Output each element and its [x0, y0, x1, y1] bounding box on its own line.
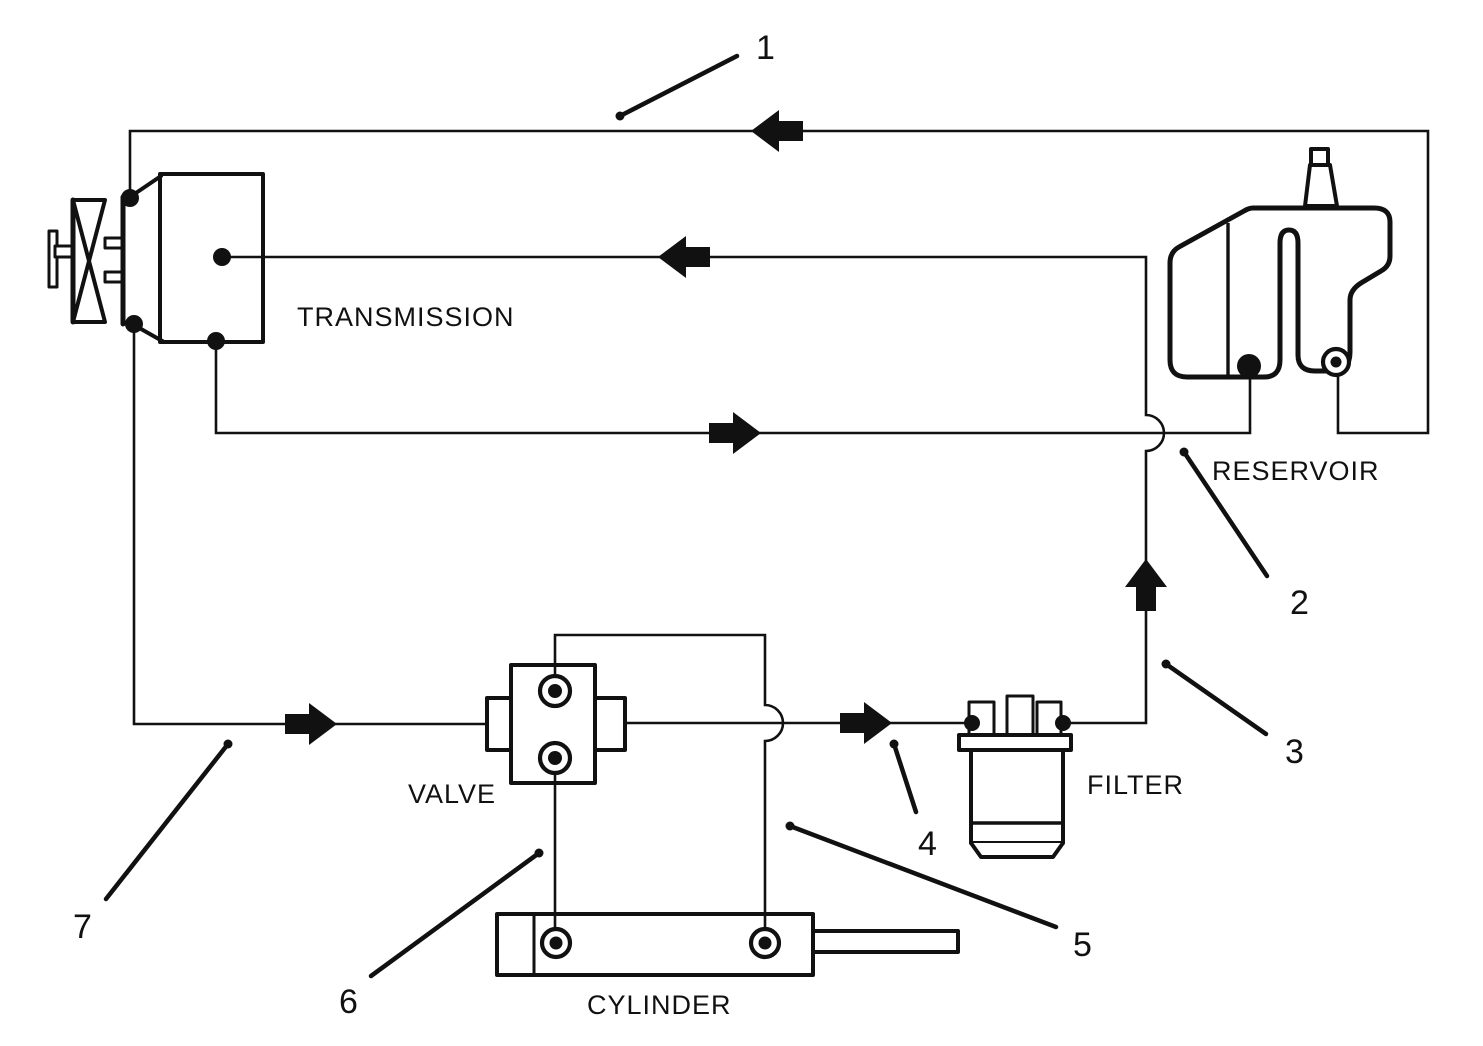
diagram-labels: TRANSMISSION RESERVOIR VALVE FILTER CYLI… [73, 29, 1380, 1021]
cylinder-port-right-center [758, 936, 772, 950]
callout-5: 5 [1073, 926, 1092, 964]
flow-arrow-right-valve-inlet [285, 703, 337, 745]
callout-7: 7 [73, 908, 92, 946]
line-transmission-to-valve [132, 324, 487, 726]
pulley-shaft-end [47, 229, 59, 289]
leader-3-dot [1161, 659, 1171, 669]
leader-6 [368, 850, 542, 979]
valve-port-top-center [548, 684, 562, 698]
filter-tab-center [1005, 694, 1035, 737]
flow-arrow-left-mid-line [658, 236, 710, 278]
leader-2 [1181, 449, 1270, 579]
filter-can-base [969, 841, 1065, 859]
callout-1: 1 [756, 29, 775, 67]
leader-4 [891, 741, 919, 815]
callout-4: 4 [918, 825, 937, 863]
cylinder-label: CYLINDER [587, 990, 732, 1020]
valve-label: VALVE [408, 779, 496, 809]
valve-left-boss [485, 696, 513, 752]
reservoir-symbol [1167, 147, 1393, 380]
callout-6: 6 [339, 983, 358, 1021]
flow-arrow-right-feed-line [709, 412, 761, 454]
callout-2: 2 [1290, 584, 1309, 622]
leader-7-dot [223, 739, 233, 749]
callout-3: 3 [1285, 733, 1304, 771]
transmission-port-lower-left [125, 315, 143, 333]
pulley-hub-upper [103, 236, 124, 250]
transmission-port-bottom [207, 332, 225, 350]
flow-arrows [285, 110, 1167, 745]
callout-leaders [103, 53, 1270, 979]
transmission-port-mid [213, 248, 231, 266]
flow-arrow-right-filter-inlet [840, 702, 892, 744]
ports [121, 189, 1352, 960]
flow-arrow-up-filter-outlet [1125, 559, 1167, 611]
reservoir-tank [1167, 205, 1393, 380]
leader-1-dot [615, 111, 625, 121]
filter-can [969, 748, 1065, 845]
valve-port-bottom-center [548, 751, 562, 765]
pulley-hub-lower [103, 270, 124, 284]
cylinder-rod [811, 929, 960, 954]
cylinder-port-left-center [549, 936, 563, 950]
reservoir-label: RESERVOIR [1212, 456, 1380, 486]
valve-right-boss [593, 696, 627, 752]
leader-5-dot [785, 821, 795, 831]
reservoir-port-right-center [1330, 356, 1342, 368]
reservoir-filler-cap [1309, 147, 1330, 167]
pulley-shaft [53, 244, 75, 259]
filter-symbol [957, 694, 1073, 859]
pulley-sheave [71, 198, 107, 324]
filter-label: FILTER [1087, 770, 1184, 800]
flow-arrow-left-top-line [751, 110, 803, 152]
leader-7 [103, 741, 231, 902]
filter-port-inlet [964, 715, 980, 731]
reservoir-filler-neck [1303, 163, 1339, 208]
leader-5 [787, 823, 1059, 930]
leader-6-dot [534, 848, 544, 858]
leader-2-dot [1179, 447, 1189, 457]
leader-1 [617, 53, 740, 119]
reservoir-port-left [1237, 354, 1261, 378]
leader-4-dot [889, 739, 899, 749]
line-valve-to-cylinder-right [553, 633, 785, 943]
leader-3 [1163, 661, 1269, 737]
filter-port-outlet [1055, 715, 1071, 731]
transmission-label: TRANSMISSION [297, 302, 515, 332]
transmission-port-upper [121, 189, 139, 207]
line-reservoir-to-transmission-top [128, 129, 1430, 435]
filter-flange [957, 733, 1073, 752]
